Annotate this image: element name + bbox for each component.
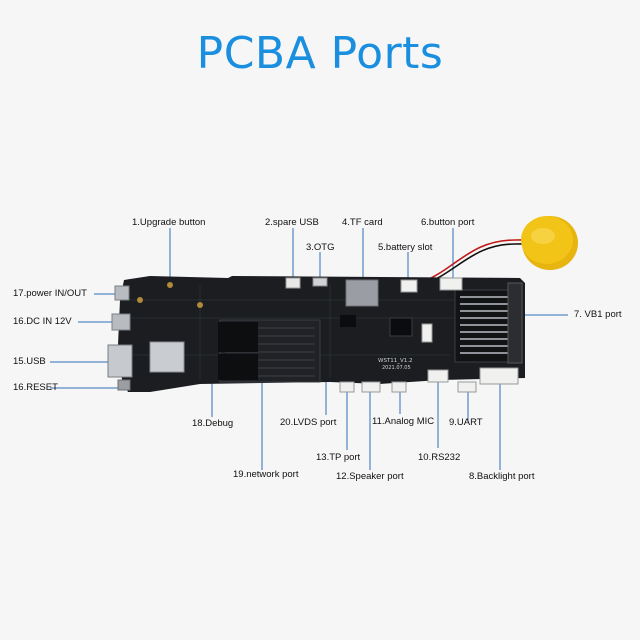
- label-backlight-port: 8.Backlight port: [469, 471, 535, 482]
- label-analog-mic: 11.Analog MIC: [372, 416, 435, 427]
- page-title: PCBA Ports: [196, 28, 444, 79]
- board-model: WST11_V1.2: [378, 358, 413, 364]
- label-dc-in: 16.DC IN 12V: [13, 316, 72, 327]
- label-reset: 16.RESET: [13, 382, 58, 393]
- label-power-in-out: 17.power IN/OUT: [13, 288, 87, 299]
- label-vb1-port: 7. VB1 port: [574, 309, 622, 320]
- label-usb: 15.USB: [13, 356, 46, 367]
- label-speaker-port: 12.Speaker port: [336, 471, 404, 482]
- label-rs232: 10.RS232: [418, 452, 461, 463]
- label-battery-slot: 5.battery slot: [378, 242, 433, 253]
- label-uart: 9.UART: [449, 417, 483, 428]
- label-network-port: 19.network port: [233, 469, 299, 480]
- label-otg: 3.OTG: [306, 242, 335, 253]
- label-lvds-port: 20.LVDS port: [280, 417, 337, 428]
- label-tf-card: 4.TF card: [342, 217, 383, 228]
- coin-battery: [521, 216, 578, 270]
- label-tp-port: 13.TP port: [316, 452, 361, 463]
- label-upgrade-button: 1.Upgrade button: [132, 217, 206, 228]
- label-spare-usb: 2.spare USB: [265, 217, 319, 228]
- label-button-port: 6.button port: [421, 217, 475, 228]
- label-debug: 18.Debug: [192, 418, 234, 429]
- board-date: 2021.07.05: [382, 365, 411, 371]
- pcb-board: [107, 276, 525, 393]
